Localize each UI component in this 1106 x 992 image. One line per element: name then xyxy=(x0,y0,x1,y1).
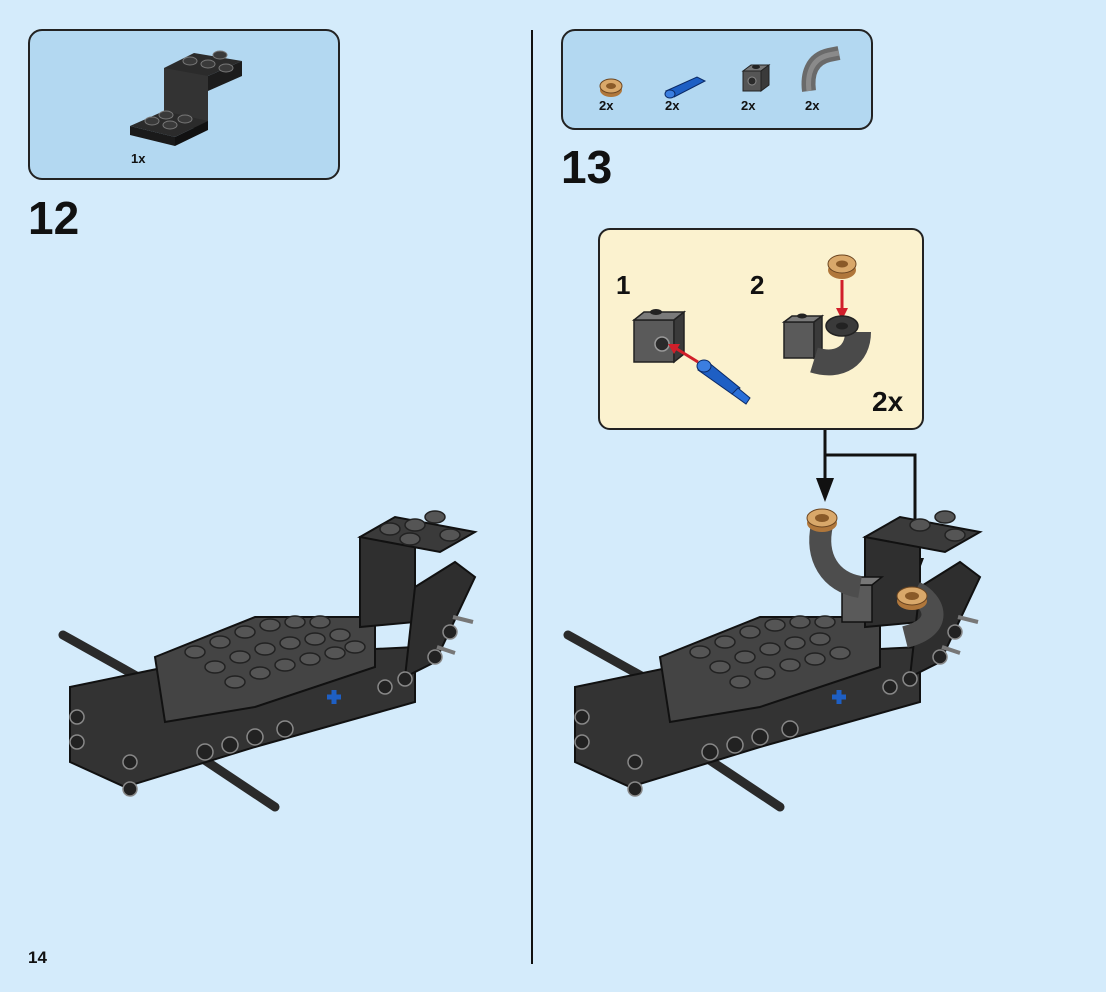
sub-step-label: 1 xyxy=(616,270,631,300)
step-number-13: 13 xyxy=(561,141,613,193)
part-qty: 1x xyxy=(131,151,146,166)
tan-round-tile-part xyxy=(599,78,623,97)
page-divider xyxy=(531,30,533,964)
step13-parts-panel: 2x 2x 2x 2x xyxy=(561,29,873,130)
step-number-12: 12 xyxy=(28,192,80,244)
sub-step2-drawing xyxy=(781,254,871,376)
gray-bent-tube-part xyxy=(801,46,841,92)
sub-step-label: 2 xyxy=(750,270,765,300)
page-number: 14 xyxy=(28,948,47,967)
blue-axle-pin-part xyxy=(664,76,707,99)
sub-assembly-panel: 1 2 2x xyxy=(598,228,924,430)
chassis-model-step12 xyxy=(58,510,478,812)
part-qty: 2x xyxy=(741,98,756,113)
part-qty: 2x xyxy=(805,98,820,113)
gray-technic-brick-part xyxy=(741,64,771,92)
chassis-model-step13 xyxy=(563,508,983,812)
part-qty: 2x xyxy=(599,98,614,113)
part-qty: 2x xyxy=(665,98,680,113)
step12-parts-panel: 1x xyxy=(28,29,340,180)
sub-step1-drawing xyxy=(631,309,751,405)
black-bracket-part xyxy=(130,50,242,146)
sub-assembly-multiplier: 2x xyxy=(872,386,904,417)
